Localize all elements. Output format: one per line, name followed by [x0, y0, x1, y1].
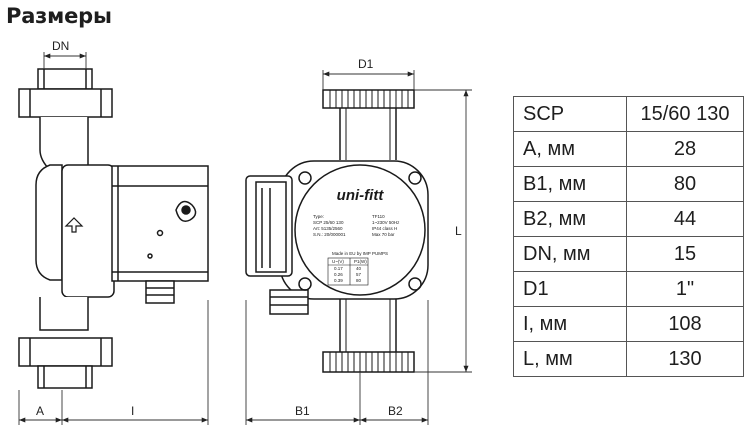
table-row: DN, мм 15: [513, 236, 744, 272]
i-label: I: [131, 404, 134, 418]
plate-left-line: Type:: [313, 214, 324, 219]
d1-label: D1: [358, 57, 374, 71]
table-row: B1, мм 80: [513, 166, 744, 202]
plate-right-line: 1~230V 50Hz: [372, 220, 400, 225]
page-title: Размеры: [6, 4, 112, 28]
plate-table-cell: 40: [356, 266, 362, 271]
plate-left-line: S.N.: 20/000001: [313, 232, 346, 237]
plate-right-line: IP44 class H: [372, 226, 397, 231]
row-key: D1: [513, 271, 627, 307]
plate-table-cell: 57: [356, 272, 362, 277]
plate-left-line: SCP 25/60 130: [313, 220, 344, 225]
row-value: 15: [626, 236, 744, 272]
table-row: D1 1": [513, 271, 744, 307]
row-key: B1, мм: [513, 166, 627, 202]
made-in-text: Made in EU by IMP PUMPS: [332, 251, 388, 256]
row-key: A, мм: [513, 131, 627, 167]
dimension-lines: [18, 52, 472, 425]
plate-table-cell: 0.26: [334, 272, 343, 277]
plate-table-head: P1(W): [354, 259, 367, 264]
row-key: B2, мм: [513, 201, 627, 237]
l-label: L: [455, 224, 462, 238]
table-row: I, мм 108: [513, 306, 744, 342]
b1-label: B1: [295, 404, 310, 418]
plate-table-cell: 0.39: [334, 278, 343, 283]
side-view: [18, 68, 209, 389]
plate-table-head: U~(V): [332, 259, 344, 264]
table-row: SCP 15/60 130: [513, 96, 744, 132]
plate-table-cell: 80: [356, 278, 362, 283]
row-key: SCP: [513, 96, 627, 132]
name-plate: uni-fitt Type: SCP 25/60 130 Art: 5135/2…: [313, 187, 400, 286]
row-key: I, мм: [513, 306, 627, 342]
dimension-labels: DN D1 L A I B1 B2: [36, 39, 462, 418]
row-value: 15/60 130: [626, 96, 744, 132]
table-row: L, мм 130: [513, 341, 744, 377]
row-key: L, мм: [513, 341, 627, 377]
plate-right-line: Max 70 bar: [372, 232, 395, 237]
row-value: 130: [626, 341, 744, 377]
row-value: 1": [626, 271, 744, 307]
brand-logo: uni-fitt: [337, 187, 385, 204]
row-value: 80: [626, 166, 744, 202]
plate-table-cell: 0.17: [334, 266, 343, 271]
row-value: 108: [626, 306, 744, 342]
table-row: B2, мм 44: [513, 201, 744, 237]
table-row: A, мм 28: [513, 131, 744, 167]
a-label: A: [36, 404, 44, 418]
front-view: [245, 89, 429, 373]
dn-label: DN: [52, 39, 69, 53]
b2-label: B2: [388, 404, 403, 418]
dimensions-table: SCP 15/60 130 A, мм 28 B1, мм 80 B2, мм …: [513, 96, 744, 377]
row-value: 44: [626, 201, 744, 237]
row-value: 28: [626, 131, 744, 167]
plate-left-line: Art: 5135/2560: [313, 226, 343, 231]
row-key: DN, мм: [513, 236, 627, 272]
plate-right-line: TF110: [372, 214, 385, 219]
